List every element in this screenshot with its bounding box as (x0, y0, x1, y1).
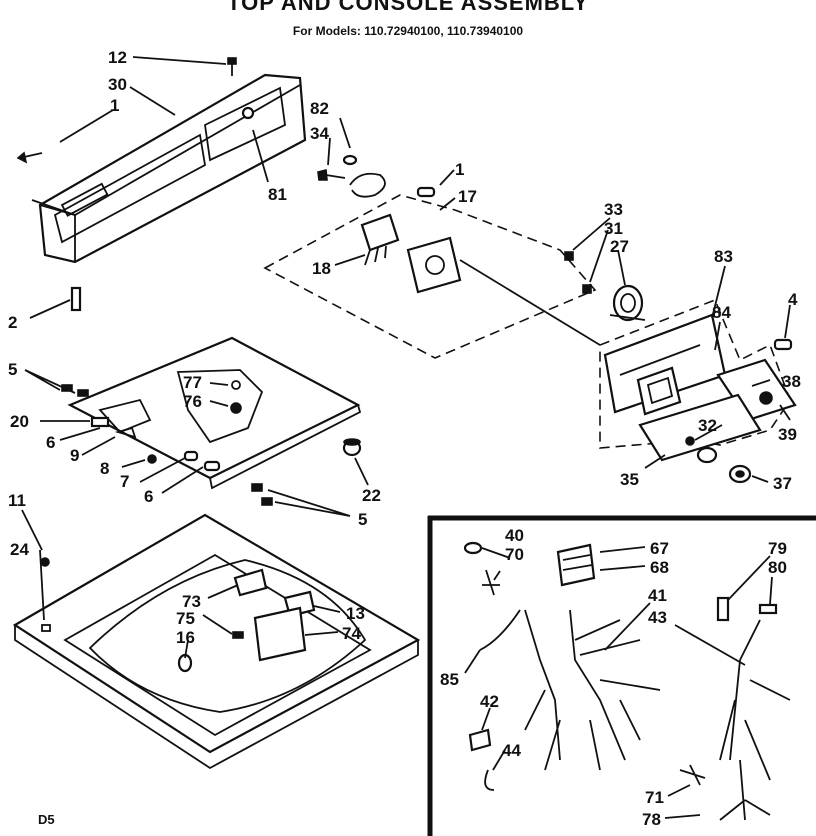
callout-84: 84 (712, 303, 731, 322)
callout-71: 71 (645, 788, 664, 807)
timer-17 (406, 236, 601, 346)
callout-30: 30 (108, 75, 127, 94)
callout-11: 11 (8, 491, 26, 510)
callout-6: 6 (46, 433, 55, 452)
foot-2 (70, 286, 82, 312)
callout-12: 12 (108, 48, 127, 67)
callout-80: 80 (768, 558, 787, 577)
callout-34: 34 (310, 124, 329, 143)
callout-73: 73 (182, 592, 201, 611)
main-top (12, 513, 421, 770)
model-numbers: For Models: 110.72940100, 110.73940100 (292, 24, 524, 38)
callout-42: 42 (480, 692, 499, 711)
console-panel (31, 73, 307, 264)
callout-22: 22 (362, 486, 381, 505)
callout-5: 5 (358, 510, 367, 529)
callout-33: 33 (604, 200, 623, 219)
callout-35: 35 (620, 470, 639, 489)
callout-85: 85 (440, 670, 459, 689)
callout-74: 74 (342, 624, 361, 643)
callout-18: 18 (312, 259, 331, 278)
callout-43: 43 (648, 608, 667, 627)
block-67-68 (556, 543, 596, 587)
callout-31: 31 (604, 219, 623, 238)
screw-31 (582, 284, 592, 294)
callout-32: 32 (698, 416, 717, 435)
hinge-20 (90, 416, 110, 428)
knob-plate-35 (638, 393, 762, 464)
diagram-title: TOP AND CONSOLE ASSEMBLY (227, 0, 589, 15)
timer-group-outline (263, 194, 597, 359)
callout-37: 37 (773, 474, 792, 493)
screw-33 (564, 251, 574, 261)
callout-1: 1 (455, 160, 464, 179)
callout-39: 39 (778, 425, 797, 444)
callout-78: 78 (642, 810, 661, 829)
callout-75: 75 (176, 609, 195, 628)
harness-box (427, 515, 816, 836)
callout-13: 13 (346, 604, 365, 623)
callout-79: 79 (768, 539, 787, 558)
callout-76: 76 (183, 392, 202, 411)
callout-82: 82 (310, 99, 329, 118)
harness-41 (479, 609, 661, 771)
top-cover (67, 336, 362, 490)
screws-5-lower (251, 483, 273, 506)
callout-8: 8 (100, 459, 109, 478)
screw-1-left (16, 151, 43, 164)
callout-6: 6 (144, 487, 153, 506)
screw-34 (317, 168, 346, 181)
switch-84 (636, 366, 682, 416)
callout-2: 2 (8, 313, 17, 332)
callout-77: 77 (183, 373, 202, 392)
screw-12 (227, 57, 237, 76)
screws-5-upper (61, 384, 89, 397)
callout-4: 4 (788, 290, 798, 309)
clip-42 (468, 728, 492, 752)
leader-lines (21, 56, 791, 819)
callout-17: 17 (458, 187, 477, 206)
callout-16: 16 (176, 628, 195, 647)
screw-75 (232, 631, 244, 639)
callout-labels: 12 30 1 82 34 1 17 81 33 31 27 18 83 4 8… (8, 48, 801, 829)
screw-4 (773, 338, 793, 351)
callout-44: 44 (502, 741, 521, 760)
callout-38: 38 (782, 372, 801, 391)
bumper-22 (342, 438, 362, 457)
selector-switch-27 (609, 284, 646, 322)
callout-7: 7 (120, 472, 129, 491)
connector-40-70 (463, 541, 500, 596)
knob-37 (728, 464, 752, 484)
knob-bracket-82 (342, 154, 386, 198)
switch-panel-outline (599, 298, 791, 449)
callout-5: 5 (8, 360, 17, 379)
page-code: D5 (38, 812, 55, 827)
clip-9 (114, 426, 137, 439)
bracket-74 (253, 606, 307, 662)
screw-1-center (416, 186, 436, 198)
lid-switch-73 (233, 568, 268, 597)
callout-70: 70 (505, 545, 524, 564)
callout-41: 41 (648, 586, 667, 605)
tie-44 (484, 769, 495, 791)
callout-40: 40 (505, 526, 524, 545)
callout-1: 1 (110, 96, 119, 115)
callout-20: 20 (10, 412, 29, 431)
callout-9: 9 (70, 446, 79, 465)
callout-67: 67 (650, 539, 669, 558)
bumper-8 (147, 454, 157, 464)
callout-81: 81 (268, 185, 287, 204)
callout-83: 83 (714, 247, 733, 266)
callout-24: 24 (10, 540, 29, 559)
callout-27: 27 (610, 237, 629, 256)
switch-18 (360, 213, 400, 266)
harness-43 (716, 596, 791, 821)
callout-68: 68 (650, 558, 669, 577)
terminal-71 (679, 764, 706, 786)
